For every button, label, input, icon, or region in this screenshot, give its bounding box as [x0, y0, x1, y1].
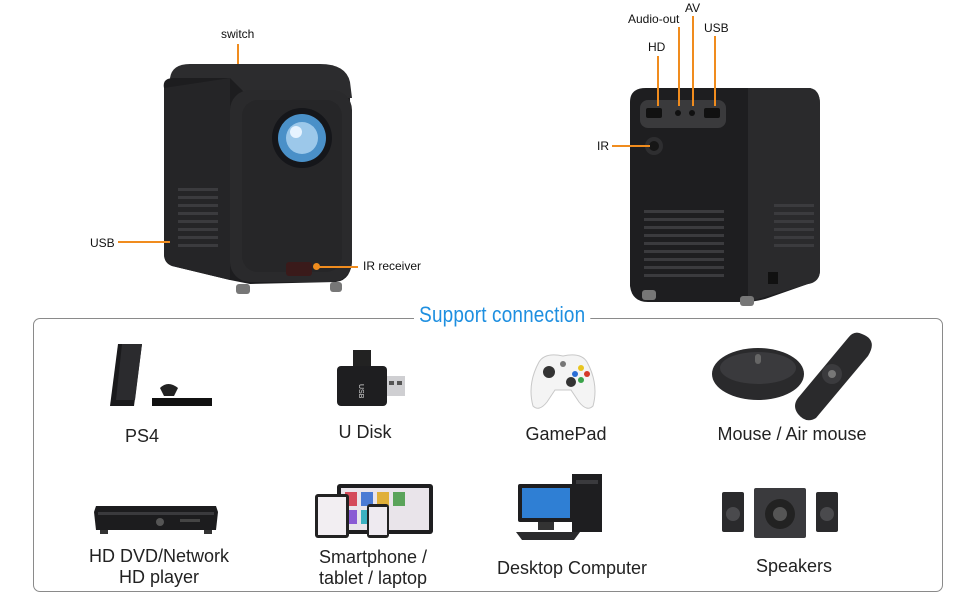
callout-av-label: AV [685, 1, 701, 15]
device-label-gamepad: GamePad [525, 424, 607, 444]
device-label-ps4: PS4 [124, 426, 160, 446]
projector-front-image [160, 58, 360, 298]
callout-ir-receiver-dot [313, 263, 320, 270]
support-connection-title: Support connection [414, 302, 591, 328]
callout-hd-label: HD [648, 40, 666, 54]
callout-hd-line [657, 56, 659, 106]
device-label-speakers: Speakers [755, 556, 833, 576]
dvd-player-icon [92, 500, 220, 538]
ps4-console-icon [108, 340, 216, 412]
projector-back-image [628, 82, 824, 314]
callout-ir-receiver-line [318, 266, 358, 268]
devices-icon [313, 482, 441, 540]
callout-ir-back-label: IR [597, 139, 609, 153]
callout-switch-line [237, 44, 239, 64]
device-label-smartphone-tablet-laptop: Smartphone / tablet / laptop [318, 547, 428, 588]
callout-usb-front-label: USB [90, 236, 115, 250]
device-label-hd-dvd-player: HD DVD/Network HD player [88, 546, 230, 587]
callout-ir-back-line [612, 145, 650, 147]
callout-audio-out-line [678, 27, 680, 106]
callout-audio-out-label: Audio-out [628, 12, 680, 26]
mouse-airmouse-icon [712, 330, 880, 422]
callout-switch-label: switch [221, 27, 255, 41]
device-label-mouse-air-mouse: Mouse / Air mouse [717, 424, 867, 444]
device-label-desktop-computer: Desktop Computer [496, 558, 648, 578]
speakers-icon [718, 486, 842, 540]
callout-av-line [692, 16, 694, 106]
callout-usb-front-line [118, 241, 170, 243]
device-label-u-disk: U Disk [338, 422, 392, 442]
svg-text:USB: USB [357, 384, 364, 399]
callout-ir-receiver-label: IR receiver [363, 259, 422, 273]
gamepad-icon [525, 344, 601, 414]
callout-usb-back-label: USB [704, 21, 729, 35]
callout-usb-back-line [714, 36, 716, 106]
usb-drive-icon: USB [335, 346, 407, 410]
desktop-computer-icon [514, 470, 614, 544]
